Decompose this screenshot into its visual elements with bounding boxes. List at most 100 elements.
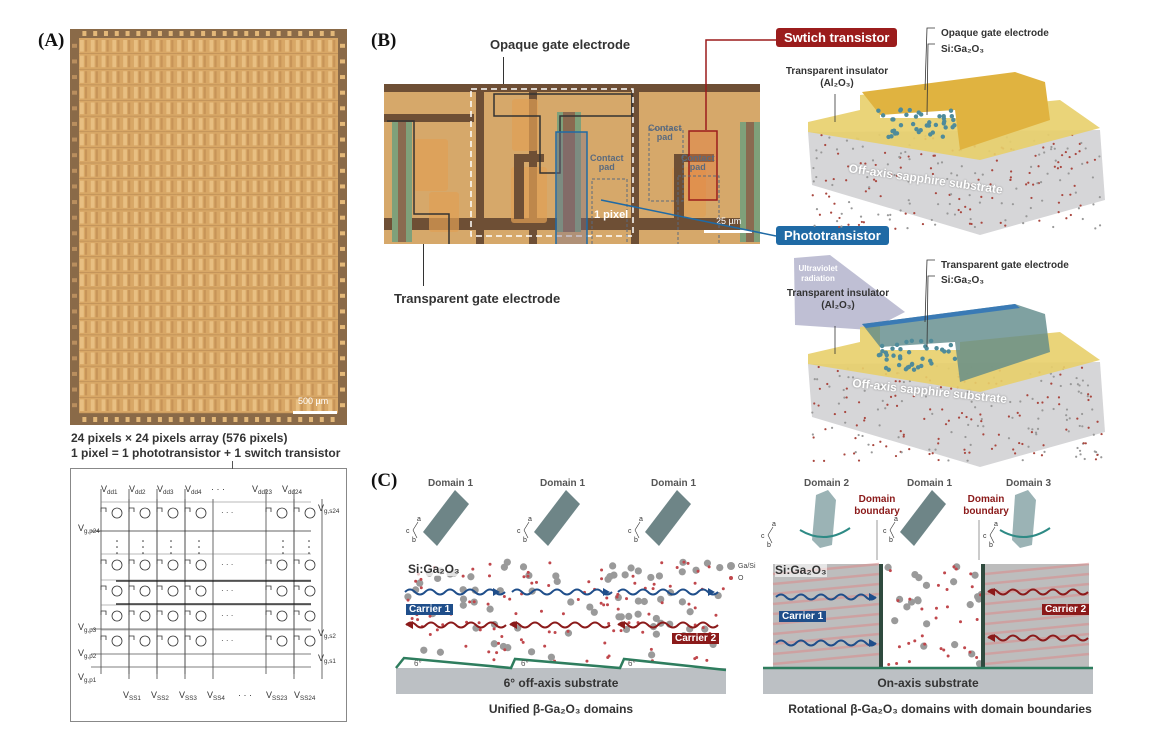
ga-atom bbox=[653, 615, 660, 622]
ga-atom bbox=[656, 572, 663, 579]
domain3-crystal bbox=[1012, 490, 1036, 548]
o-atom bbox=[889, 569, 892, 572]
o-atom bbox=[943, 571, 946, 574]
o-atom bbox=[495, 651, 498, 654]
ga-atom-icon bbox=[727, 562, 735, 570]
carrier2-badge: Carrier 2 bbox=[672, 633, 719, 644]
o-atom bbox=[468, 600, 471, 603]
carrier1-badge: Carrier 1 bbox=[406, 604, 453, 615]
o-atom bbox=[946, 605, 949, 608]
o-atom bbox=[959, 620, 962, 623]
o-atom bbox=[898, 645, 901, 648]
axis-a-label: a bbox=[994, 521, 998, 528]
o-atom bbox=[540, 610, 543, 613]
o-atom bbox=[548, 561, 551, 564]
o-atom bbox=[522, 641, 525, 644]
boundary-text: boundary bbox=[963, 506, 1009, 517]
o-atom bbox=[473, 600, 476, 603]
ga-atom bbox=[567, 598, 574, 605]
axis-a bbox=[768, 527, 773, 535]
ga-atom bbox=[967, 601, 974, 608]
material-label: Si:Ga₂O₃ bbox=[775, 563, 827, 577]
o-atom bbox=[420, 586, 423, 589]
o-atom bbox=[464, 645, 467, 648]
o-atom bbox=[500, 635, 503, 638]
o-atom bbox=[411, 617, 414, 620]
boundary-text: Domain bbox=[968, 494, 1005, 505]
ga-atom bbox=[625, 613, 632, 620]
carrier-path bbox=[512, 590, 612, 595]
axis-b-label: b bbox=[523, 537, 527, 544]
o-atom bbox=[946, 588, 949, 591]
o-atom bbox=[508, 598, 511, 601]
o-atom bbox=[471, 568, 474, 571]
axis-b-label: b bbox=[989, 542, 993, 549]
o-atom bbox=[479, 628, 482, 631]
ga-atom bbox=[627, 564, 634, 571]
o-atom bbox=[632, 575, 635, 578]
boundary-text: boundary bbox=[854, 506, 900, 517]
axis-c-label: c bbox=[761, 533, 765, 540]
o-atom bbox=[669, 585, 672, 588]
ga-atom bbox=[915, 574, 922, 581]
o-atom bbox=[600, 568, 603, 571]
o-atom bbox=[602, 603, 605, 606]
o-atom bbox=[462, 575, 465, 578]
o-atom bbox=[503, 648, 506, 651]
o-atom bbox=[653, 583, 656, 586]
ga-atom bbox=[971, 572, 978, 579]
ga-atom bbox=[591, 609, 598, 616]
ga-atom bbox=[437, 649, 444, 656]
o-atom bbox=[548, 630, 551, 633]
axis-c-label: c bbox=[883, 528, 887, 535]
o-atom bbox=[620, 629, 623, 632]
ga-atom bbox=[491, 640, 498, 647]
axis-c-label: c bbox=[983, 533, 987, 540]
o-atom bbox=[908, 598, 911, 601]
o-atom bbox=[547, 584, 550, 587]
axis-a-label: a bbox=[772, 521, 776, 528]
domain-label: Domain 3 bbox=[1006, 478, 1051, 489]
o-atom bbox=[487, 650, 490, 653]
domain-crystal bbox=[423, 490, 469, 546]
ga-atom bbox=[648, 651, 655, 658]
ga-atom bbox=[647, 574, 654, 581]
o-atom bbox=[487, 603, 490, 606]
o-atom bbox=[562, 612, 565, 615]
o-atom bbox=[937, 584, 940, 587]
ga-atom bbox=[486, 606, 493, 613]
ga-atom bbox=[615, 613, 622, 620]
o-atom bbox=[488, 574, 491, 577]
o-atom bbox=[887, 663, 890, 666]
o-atom bbox=[722, 587, 725, 590]
o-atom bbox=[522, 575, 525, 578]
axis-b-label: b bbox=[634, 537, 638, 544]
o-atom bbox=[955, 568, 958, 571]
o-atom bbox=[616, 596, 619, 599]
ga-atom bbox=[687, 608, 694, 615]
axis-b-label: b bbox=[767, 542, 771, 549]
o-atom bbox=[492, 658, 495, 661]
o-atom bbox=[969, 572, 972, 575]
o-atom bbox=[895, 662, 898, 665]
axis-a-label: a bbox=[417, 516, 421, 523]
ga-atom bbox=[716, 564, 723, 571]
o-atom bbox=[676, 566, 679, 569]
carrier1-badge: Carrier 1 bbox=[779, 611, 826, 622]
o-atom bbox=[612, 629, 615, 632]
domain-label: Domain 1 bbox=[428, 478, 473, 489]
o-atom bbox=[554, 631, 557, 634]
o-atom bbox=[416, 618, 419, 621]
o-atom bbox=[605, 597, 608, 600]
domain-boundary-label: Domainboundary bbox=[960, 494, 1012, 518]
o-atom bbox=[419, 578, 422, 581]
o-atom bbox=[942, 648, 945, 651]
left-caption: Unified β-Ga₂O₃ domains bbox=[396, 702, 726, 716]
ga-atom bbox=[641, 598, 648, 605]
off-axis-substrate-label: 6° off-axis substrate bbox=[396, 676, 726, 690]
angle-label: 6° bbox=[414, 659, 422, 668]
o-atom bbox=[908, 660, 911, 663]
domain-boundary-line bbox=[981, 564, 985, 668]
o-atom bbox=[633, 582, 636, 585]
o-atom bbox=[527, 575, 530, 578]
